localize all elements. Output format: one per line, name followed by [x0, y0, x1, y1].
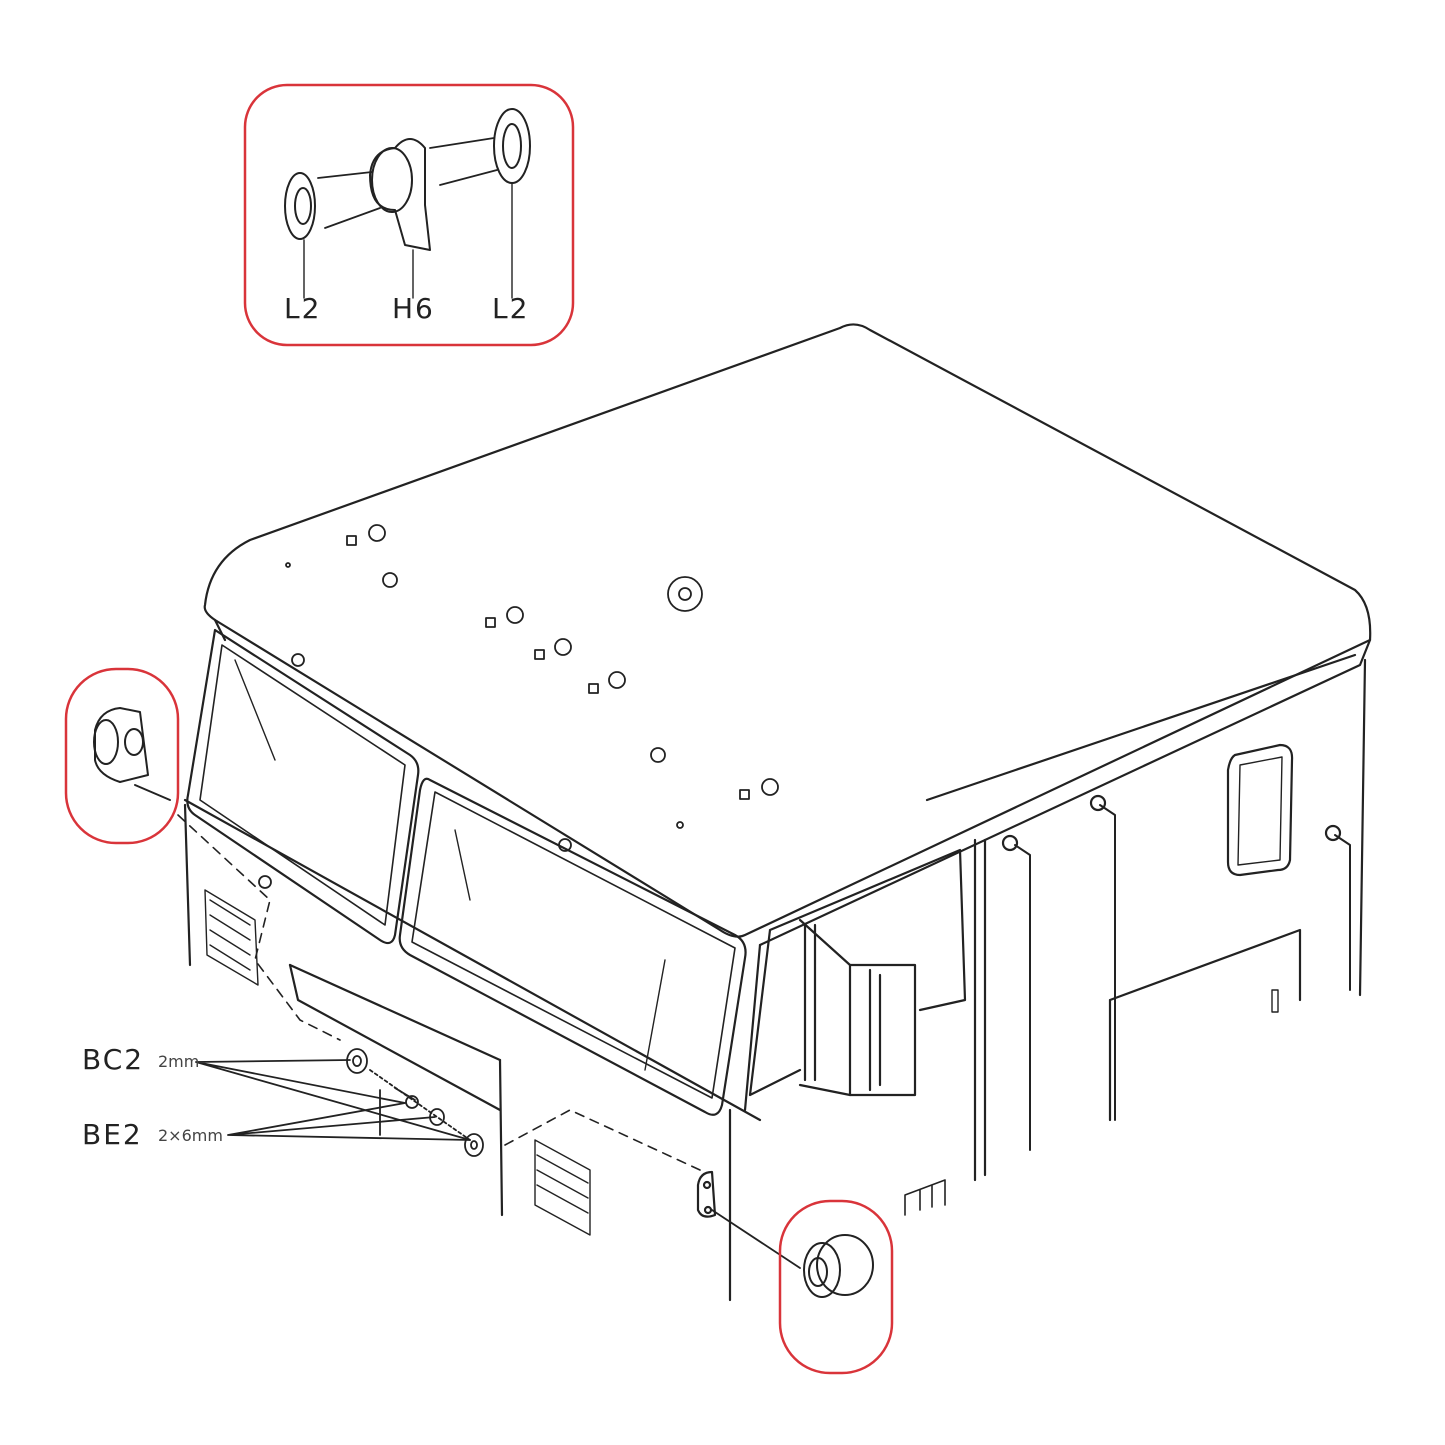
label-l2-left: L2	[284, 292, 322, 325]
marker-light-left	[93, 707, 171, 801]
callout-top-parts	[284, 108, 531, 299]
part-code-be2: BE2	[82, 1118, 143, 1151]
part-code-bc2: BC2	[82, 1043, 145, 1076]
callout-bottom-right	[778, 1199, 894, 1375]
part-size-be2: 2×6mm	[158, 1126, 223, 1145]
cab-roof	[203, 323, 1372, 938]
bc2-be2-hardware	[195, 1048, 484, 1157]
part-size-bc2: 2mm	[158, 1052, 200, 1071]
callout-top	[243, 83, 575, 347]
highlight-callouts	[64, 83, 894, 1375]
marker-light-part	[803, 1234, 874, 1298]
label-l2-right: L2	[492, 292, 530, 325]
side-mirror	[848, 963, 917, 1097]
cab-front	[183, 798, 762, 1302]
callout-left	[64, 667, 180, 845]
windshield-right	[398, 777, 747, 1116]
windshield-left	[186, 628, 420, 945]
cab-side	[743, 658, 1367, 1182]
label-h6: H6	[392, 292, 435, 325]
roof-holes	[258, 524, 779, 889]
